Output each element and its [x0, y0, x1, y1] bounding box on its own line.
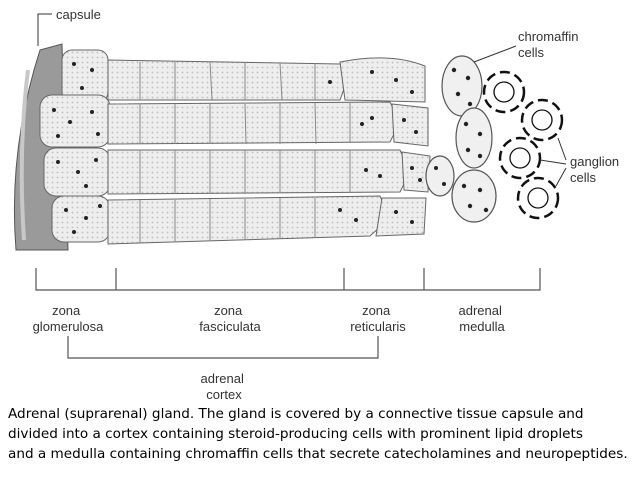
ganglion-cell [520, 98, 564, 142]
zona-glomerulosa-cells [39, 49, 111, 243]
ganglion-cell [482, 70, 526, 114]
ganglion-cells [482, 70, 564, 220]
adrenal-cortex-label: adrenal cortex [201, 371, 248, 400]
chromaffin-cell-clusters [425, 55, 497, 223]
caption-line: and a medulla containing chromaffin cell… [8, 446, 628, 462]
zona-glomerulosa-label: zona glomerulosa [33, 303, 105, 334]
figure-caption: Adrenal (suprarenal) gland. The gland is… [8, 404, 633, 464]
zona-fasciculata-cords [107, 59, 411, 245]
zona-reticularis-cells [339, 57, 431, 237]
zona-reticularis-label: zona reticularis [350, 303, 406, 334]
zone-brackets [35, 268, 541, 359]
ganglion-cell [516, 176, 560, 220]
capsule-label: capsule [56, 7, 101, 22]
caption-line: divided into a cortex containing steroid… [8, 426, 583, 442]
adrenal-gland-diagram: capsule chromaffin cells ganglion cells … [13, 7, 623, 400]
ganglion-cells-label: ganglion cells [570, 154, 623, 185]
leader-lines [37, 13, 567, 187]
chromaffin-cells-label: chromaffin cells [518, 29, 582, 60]
ganglion-cell [498, 136, 542, 180]
zona-fasciculata-label: zona fasciculata [199, 303, 261, 334]
caption-line: Adrenal (suprarenal) gland. The gland is… [8, 406, 584, 422]
adrenal-medulla-label: adrenal medulla [459, 303, 506, 334]
